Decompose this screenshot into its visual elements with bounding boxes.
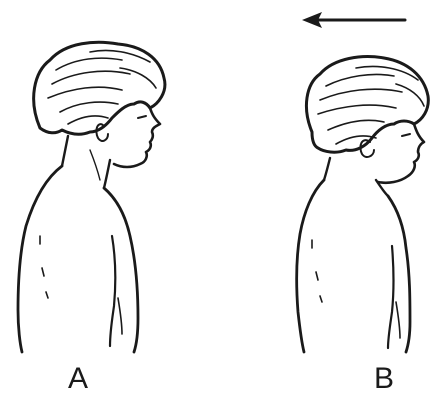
direction-arrow-left (302, 12, 405, 28)
figure-b-face (378, 124, 424, 183)
figure-a (18, 42, 165, 352)
figure-b (297, 57, 429, 352)
panel-label-b: B (364, 362, 404, 396)
panel-label-a: A (58, 362, 98, 396)
figure-b-neck (324, 158, 388, 196)
figure-a-neck (62, 136, 110, 188)
figure-a-hair (34, 42, 165, 134)
figure-a-face (114, 108, 160, 167)
figure-a-torso (18, 166, 138, 352)
